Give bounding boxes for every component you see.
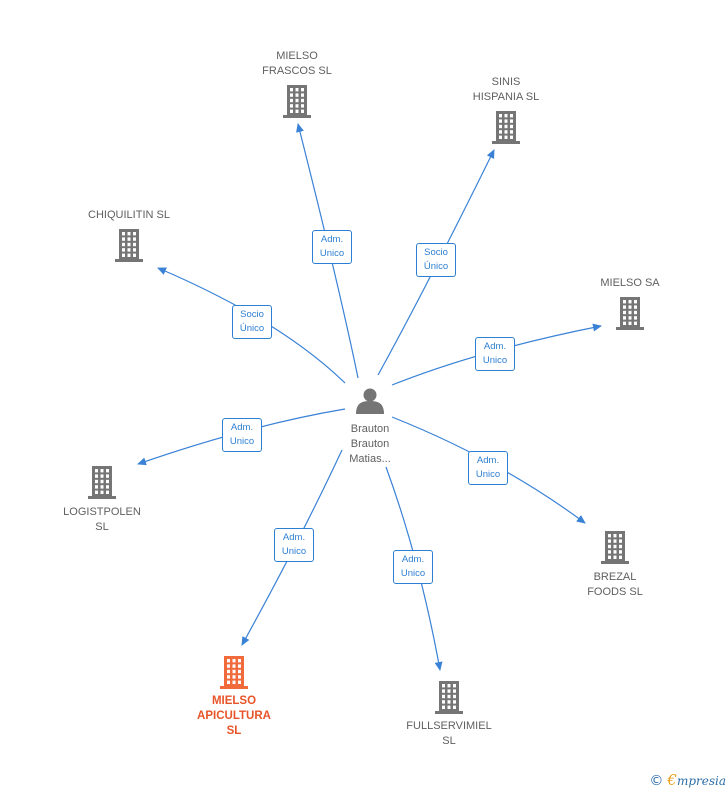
building-icon [492, 111, 520, 144]
company-name-fullservimiel[interactable]: FULLSERVIMIEL SL [406, 720, 492, 747]
relation-label-line2: Único [239, 323, 265, 334]
company-name-mielso-frascos[interactable]: MIELSO FRASCOS SL [262, 50, 332, 77]
company-name-mielso-apicultura[interactable]: MIELSO APICULTURA SL [197, 695, 271, 737]
building-icon [88, 466, 116, 499]
relation-label-brezal-foods: Adm. Unico [468, 451, 508, 485]
brand-name: mpresia [676, 774, 726, 788]
relation-label-mielso-frascos: Adm. Unico [312, 230, 352, 264]
building-icon [601, 531, 629, 564]
brand-initial: € [667, 771, 677, 789]
company-name-logistpolen[interactable]: LOGISTPOLEN SL [63, 506, 141, 533]
relation-label-line1: Adm. [320, 234, 344, 245]
relation-label-line2: Único [423, 261, 449, 272]
relation-label-line1: Adm. [230, 422, 254, 433]
relation-label-line1: Socio [424, 247, 448, 258]
relation-label-fullservimiel: Adm. Unico [393, 550, 433, 584]
building-icon [220, 656, 248, 689]
relation-label-logistpolen: Adm. Unico [222, 418, 262, 452]
company-name-chiquilitin[interactable]: CHIQUILITIN SL [88, 209, 170, 221]
company-name-brezal-foods[interactable]: BREZAL FOODS SL [587, 571, 643, 598]
edge-mielso-frascos [296, 123, 359, 379]
relation-label-line1: Adm. [282, 532, 306, 543]
relation-label-line2: Unico [281, 546, 307, 557]
building-icon [115, 229, 143, 262]
building-icon [435, 681, 463, 714]
relation-label-line2: Unico [482, 355, 508, 366]
relation-label-line2: Unico [475, 469, 501, 480]
company-name-mielso-sa[interactable]: MIELSO SA [600, 277, 660, 289]
relation-label-line1: Adm. [401, 554, 425, 565]
relation-label-line1: Adm. [483, 341, 507, 352]
relation-label-line1: Adm. [476, 455, 500, 466]
person-name[interactable]: Brauton Brauton Matias... [349, 423, 391, 465]
relation-label-line2: Unico [319, 248, 345, 259]
relation-label-line2: Unico [229, 436, 255, 447]
person-icon [356, 388, 384, 414]
company-name-sinis-hispania[interactable]: SINIS HISPANIA SL [472, 76, 540, 103]
copyright-symbol: © [649, 773, 664, 789]
empresia-logo: ©€mpresia [649, 771, 726, 789]
relation-label-line2: Unico [400, 568, 426, 579]
relation-label-mielso-sa: Adm. Unico [475, 337, 515, 371]
relation-label-mielso-apicultura: Adm. Unico [274, 528, 314, 562]
relation-label-line1: Socio [240, 309, 264, 320]
building-icon [283, 85, 311, 118]
building-icon [616, 297, 644, 330]
